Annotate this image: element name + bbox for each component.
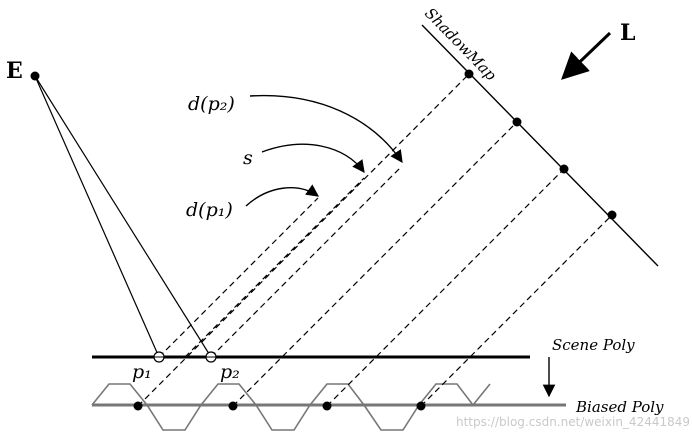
biased-poly-label: Biased Poly (575, 398, 664, 416)
p1-label: p₁ (132, 361, 152, 383)
point-p1-marker (153, 351, 165, 363)
shadow-map-sample-2 (512, 117, 522, 127)
d-p2-label: d(p₂) (188, 93, 235, 115)
light-ray-1 (137, 73, 470, 407)
eye-ray-p1 (34, 75, 160, 358)
eye-label: E (6, 58, 23, 84)
s-label: s (243, 147, 253, 169)
scene-poly-label: Scene Poly (552, 336, 635, 354)
light-ray-p2 (210, 165, 403, 358)
d-p1-label: d(p₁) (186, 199, 233, 221)
watermark: https://blog.csdn.net/weixin_42441849 (456, 415, 690, 429)
d-p2-arrow (249, 94, 403, 164)
s-arrow (261, 143, 365, 174)
d-p1-arrow (245, 184, 320, 207)
shadow-map-line (421, 24, 659, 267)
biased-sample-4 (416, 401, 426, 411)
biased-sample-2 (228, 401, 238, 411)
light-ray-2 (232, 121, 518, 407)
biased-sample-1 (133, 401, 143, 411)
shadow-map-sample-1 (464, 69, 474, 79)
p2-label: p₂ (220, 361, 240, 383)
light-ray-p1 (158, 197, 319, 358)
eye-ray-p2 (34, 75, 212, 358)
biased-sample-3 (322, 401, 332, 411)
light-label: L (620, 20, 635, 46)
shadow-map-sample-3 (559, 164, 569, 174)
depth-zigzag (91, 383, 491, 431)
shadow-map-sample-4 (607, 210, 617, 220)
light-ray-s (184, 177, 365, 358)
point-p2-marker (205, 351, 217, 363)
light-direction-arrow (561, 31, 612, 80)
eye-point (30, 71, 40, 81)
light-ray-3 (326, 168, 565, 407)
light-ray-4 (420, 214, 613, 407)
shadow-map-label: ShadowMap (421, 4, 500, 84)
